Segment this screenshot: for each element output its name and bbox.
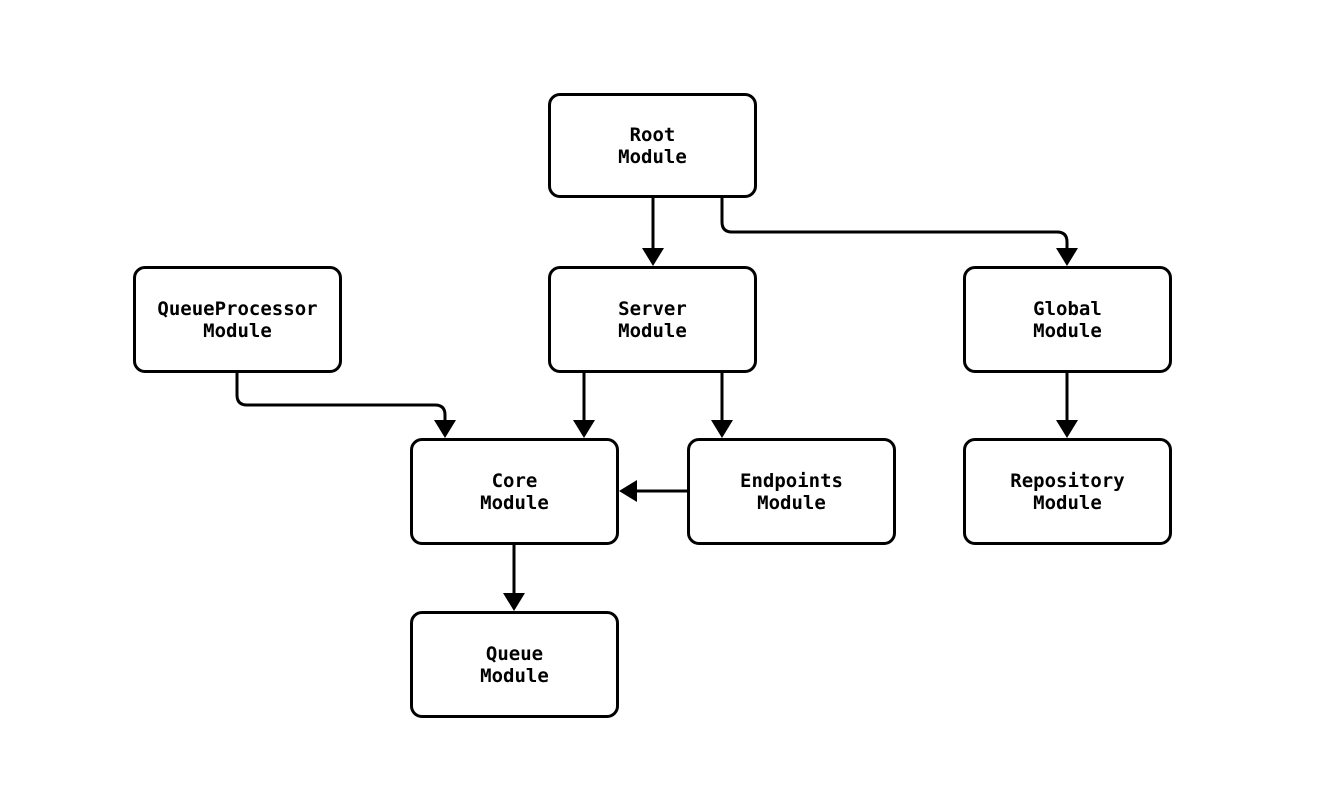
node-label: Core Module	[480, 469, 549, 514]
node-core-module: Core Module	[410, 438, 619, 545]
edge-endpoints-core	[619, 480, 687, 502]
arrowhead-icon	[711, 420, 733, 438]
arrowhead-icon	[503, 593, 525, 611]
edge-root-global	[720, 198, 1078, 266]
edge-root-server	[642, 198, 664, 266]
node-label: Global Module	[1033, 297, 1102, 342]
node-endpoints-module: Endpoints Module	[687, 438, 896, 545]
arrowhead-icon	[642, 248, 664, 266]
node-queueprocessor-module: QueueProcessor Module	[133, 266, 342, 373]
edge-queueprocessor-core	[235, 373, 456, 438]
node-global-module: Global Module	[963, 266, 1172, 373]
node-server-module: Server Module	[548, 266, 757, 373]
edge-server-core	[573, 373, 595, 438]
node-label: Endpoints Module	[740, 469, 843, 514]
edge-server-endpoints	[711, 373, 733, 438]
node-label: Root Module	[618, 123, 687, 168]
node-queue-module: Queue Module	[410, 611, 619, 718]
arrowhead-icon	[1056, 420, 1078, 438]
node-label: Repository Module	[1010, 469, 1125, 514]
node-label: Server Module	[618, 297, 687, 342]
edge-global-repository	[1056, 373, 1078, 438]
arrowhead-icon	[1056, 248, 1078, 266]
arrowhead-icon	[619, 480, 637, 502]
node-label: Queue Module	[480, 642, 549, 687]
arrowhead-icon	[573, 420, 595, 438]
node-label: QueueProcessor Module	[157, 297, 318, 342]
edge-core-queue	[503, 545, 525, 611]
node-repository-module: Repository Module	[963, 438, 1172, 545]
node-root-module: Root Module	[548, 93, 757, 198]
arrowhead-icon	[434, 420, 456, 438]
